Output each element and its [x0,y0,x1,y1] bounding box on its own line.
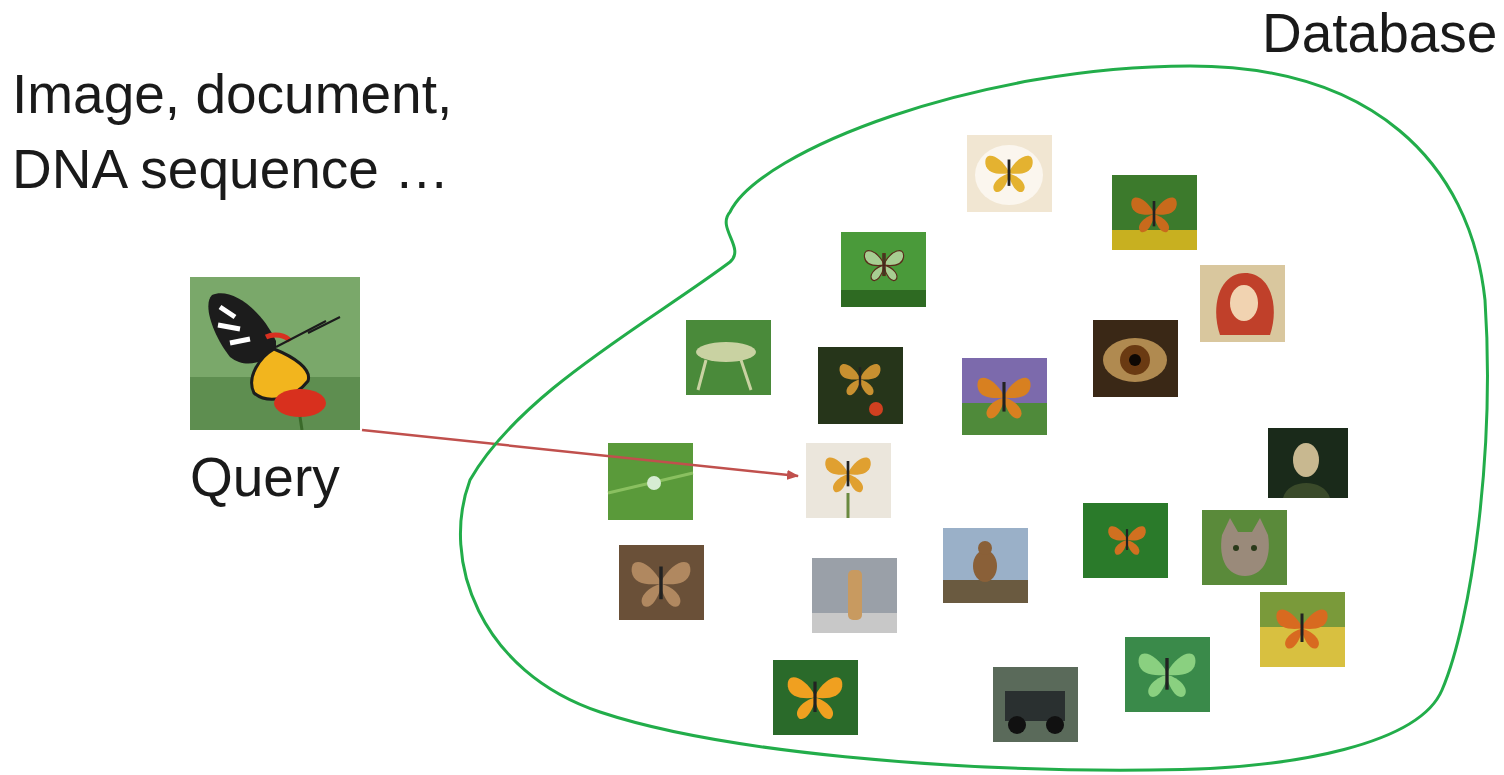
thumb-butterfly-part [788,677,843,719]
query-image [190,277,360,430]
thumb-butterfly-part [962,358,1047,435]
item-label: Query [190,450,360,505]
thumb-eye [1093,320,1178,397]
thumb-butterfly-part [975,145,1043,205]
thumb-butterfly [841,232,926,307]
query-flower-stem [300,417,302,430]
database-region: Database [440,0,1504,775]
thumb-moth [1125,637,1210,712]
thumb-eye-part [1120,345,1150,375]
thumb-painting [1200,265,1285,342]
thumb-moth-part [1125,637,1210,712]
thumb-butterfly [967,135,1052,212]
thumb-cat-part [1233,545,1239,551]
thumb-butterfly-part [841,290,926,307]
thumb-portrait-part [1283,483,1330,498]
database-outline-path [460,66,1487,770]
thumb-painting-part [1230,285,1258,321]
thumb-jeep-part [1008,716,1026,734]
thumb-street [812,558,897,633]
description-note: Image, document, DNA sequence … [12,57,512,207]
thumb-squirrel-part [943,580,1028,603]
thumb-butterfly-part [847,493,850,518]
thumb-butterfly-part [806,443,891,518]
query-butterfly-marks [218,307,250,343]
thumb-butterfly-part [1083,503,1168,578]
thumb-cat [1202,510,1287,585]
thumb-leaf-part [608,443,693,520]
thumb-butterfly-part [773,660,858,735]
thumb-cat-part [1221,518,1269,576]
thumb-butterfly-part [967,135,1052,212]
thumb-grasshopper-part [686,320,771,395]
thumb-butterfly [1112,175,1197,250]
thumb-eye-part [1129,354,1141,366]
thumb-butterfly-part [1112,230,1197,250]
thumb-butterfly-part [632,562,691,607]
thumb-butterfly [806,443,891,518]
thumb-eye-part [1103,338,1167,382]
query-item: Query [190,277,360,505]
thumb-portrait-part [1293,443,1319,477]
thumb-grasshopper [686,320,771,395]
query-flower [274,389,326,417]
thumb-butterfly-part [985,156,1032,192]
thumb-butterfly-part [1276,609,1327,648]
thumb-painting-part [1200,265,1285,342]
thumb-butterfly-part [1260,592,1345,667]
thumb-squirrel-part [978,541,992,555]
thumb-jeep-part [1046,716,1064,734]
thumb-squirrel-part [943,528,1028,603]
thumb-moth-part [1139,654,1196,697]
query-image-ground [190,277,360,430]
thumb-street-part [812,558,897,633]
thumb-butterfly-part [818,347,903,424]
thumb-grasshopper-part [698,360,751,390]
thumb-cat-part [1251,545,1257,551]
thumb-cat-part [1202,510,1287,585]
thumb-squirrel [943,528,1028,603]
database-outline [440,0,1504,775]
thumb-butterfly [962,358,1047,435]
thumb-butterfly-part [840,364,881,395]
query-arrow [362,430,798,476]
query-butterfly-marks [266,335,290,341]
thumb-butterfly [619,545,704,620]
thumb-portrait [1268,428,1348,498]
thumb-street-part [848,570,862,620]
thumb-butterfly [1260,592,1345,667]
thumb-butterfly [773,660,858,735]
thumb-eye-part [1093,320,1178,397]
thumb-butterfly-part [1112,175,1197,250]
thumb-butterfly-part [841,232,926,307]
thumb-butterfly-part [619,545,704,620]
thumb-butterfly [818,347,903,424]
thumb-butterfly-part [977,378,1030,419]
thumb-grasshopper-part [696,342,756,362]
region-heading: Database [1262,6,1497,61]
thumb-painting-part [1216,273,1274,335]
thumb-jeep [993,667,1078,742]
query-butterfly-body [276,317,340,347]
thumb-leaf-part [647,476,661,490]
thumb-butterfly [1083,503,1168,578]
thumb-butterfly-part [1131,197,1176,232]
thumb-portrait-part [1268,428,1348,498]
thumb-jeep-part [993,667,1078,742]
thumb-leaf-part [608,473,693,493]
thumb-butterfly-part [869,402,883,416]
thumb-leaf [608,443,693,520]
thumb-butterfly-part [864,251,903,281]
thumb-butterfly-part [1108,526,1146,555]
thumb-butterfly-part [825,457,870,492]
